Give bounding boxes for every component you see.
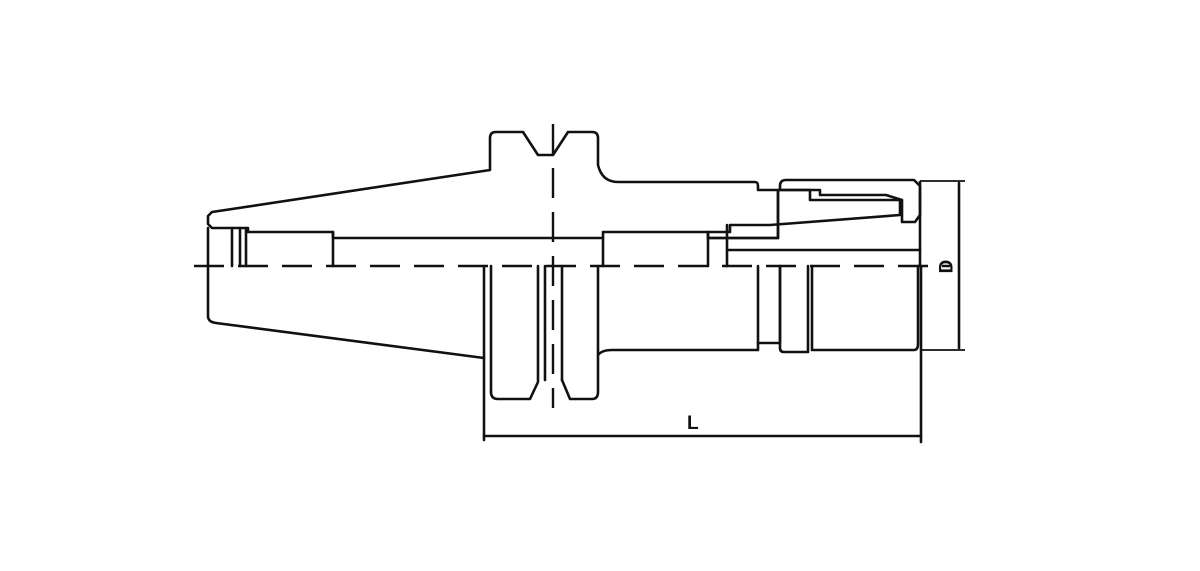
dimension-diameter — [920, 180, 965, 351]
bore-upper — [206, 180, 922, 268]
upper-section-hatched — [206, 130, 922, 240]
dimension-length — [482, 264, 923, 444]
lower-outline — [206, 264, 920, 442]
length-label: L — [687, 413, 699, 434]
diameter-label: D — [936, 259, 958, 274]
